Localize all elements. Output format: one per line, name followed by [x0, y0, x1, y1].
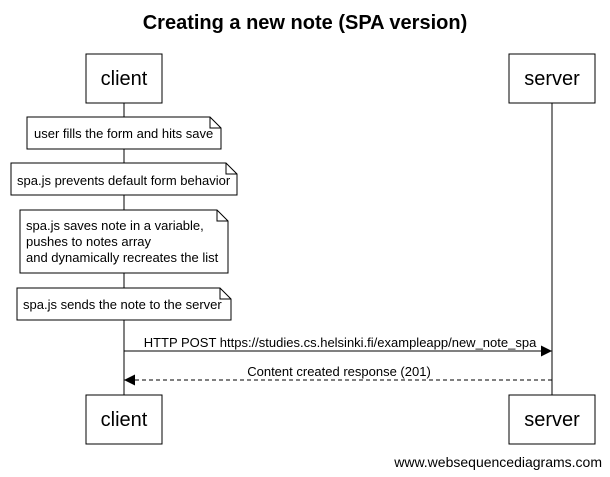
- note-user-fills-form: user fills the form and hits save: [26, 116, 222, 150]
- client-actor-top-label: client: [101, 68, 148, 90]
- client-actor-bottom-label: client: [101, 409, 148, 431]
- server-actor-top: server: [508, 53, 596, 104]
- note-sends-note: spa.js sends the note to the server: [16, 287, 232, 321]
- note-3-line-3: and dynamically recreates the list: [26, 250, 219, 265]
- message-content-created: Content created response (201): [124, 364, 552, 386]
- note-4-line-1: spa.js sends the note to the server: [23, 297, 222, 312]
- note-3-line-1: spa.js saves note in a variable,: [26, 218, 204, 233]
- client-actor-bottom: client: [85, 394, 163, 445]
- server-actor-bottom-label: server: [524, 409, 580, 431]
- server-actor-top-label: server: [524, 68, 580, 90]
- footer-credit: www.websequencediagrams.com: [393, 454, 602, 470]
- note-2-line-1: spa.js prevents default form behavior: [17, 173, 231, 188]
- message-http-post: HTTP POST https://studies.cs.helsinki.fi…: [124, 335, 552, 357]
- server-actor-bottom: server: [508, 394, 596, 445]
- note-prevents-default: spa.js prevents default form behavior: [10, 162, 238, 196]
- note-3-line-2: pushes to notes array: [26, 234, 152, 249]
- message-http-post-label: HTTP POST https://studies.cs.helsinki.fi…: [144, 335, 537, 350]
- client-actor-top: client: [85, 53, 163, 104]
- note-1-line-1: user fills the form and hits save: [34, 126, 213, 141]
- message-content-created-label: Content created response (201): [247, 364, 431, 379]
- note-saves-note: spa.js saves note in a variable, pushes …: [19, 209, 229, 274]
- diagram-title: Creating a new note (SPA version): [143, 12, 468, 34]
